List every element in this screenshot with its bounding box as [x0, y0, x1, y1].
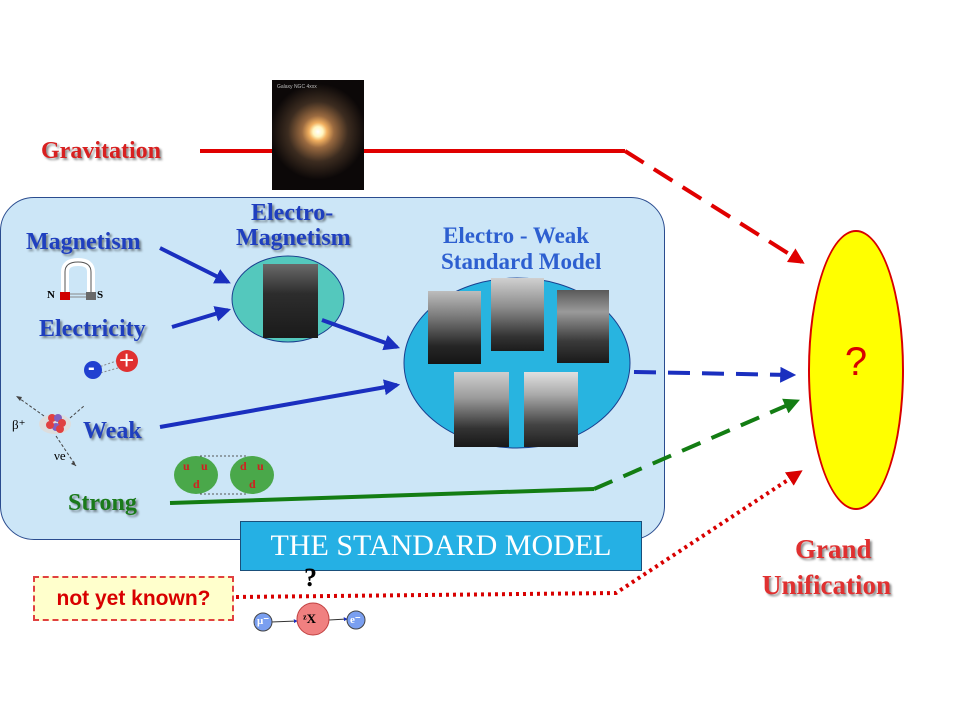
strong-label: Strong [68, 490, 137, 516]
gravitation-arrow [623, 149, 805, 264]
plus-charge-label: + [119, 345, 135, 375]
strong-line [169, 487, 595, 505]
minus-charge-label: - [88, 357, 95, 379]
proton-quark-u1: u [183, 459, 190, 473]
proton-quark-u2: u [201, 459, 208, 473]
nucleus-icon [15, 395, 85, 467]
unknown-line [235, 470, 803, 599]
galaxy-photo: Galaxy NGC 4xxx [272, 80, 364, 190]
electroweak-label-line2: Standard Model [441, 249, 602, 274]
neutron-quark-u: u [257, 459, 264, 473]
neutron-blob [230, 456, 274, 494]
proton-blob [174, 456, 218, 494]
strong-arrow [593, 398, 800, 491]
grand-unification-question: ? [844, 340, 868, 384]
portrait-photo-maxwell [263, 264, 318, 338]
electromagnetism-label-line1: Electro- [251, 200, 334, 226]
electron-label: e⁻ [350, 614, 361, 626]
proton-quark-d: d [193, 477, 200, 491]
nucleus-circle [296, 602, 330, 636]
magnetism-label: Magnetism [26, 229, 141, 255]
nucleus-label: ᶻX [303, 611, 317, 626]
electromagnetism-label-line2: Magnetism [236, 225, 351, 251]
electroweak-to-grand-arrow [633, 366, 797, 383]
not-yet-known-box: not yet known? [33, 576, 234, 621]
galaxy-caption: Galaxy NGC 4xxx [277, 84, 317, 90]
horseshoe-magnet-icon [60, 257, 96, 300]
portrait-photo-4 [454, 372, 509, 447]
neutron-quark-d1: d [240, 459, 247, 473]
portrait-photo-1 [428, 291, 481, 364]
muon-circle [253, 612, 273, 632]
portrait-photo-3 [557, 290, 609, 363]
gravitation-label: Gravitation [41, 138, 161, 164]
grand-unification-label-line2: Unification [762, 570, 892, 600]
electroweak-label-line1: Electro - Weak [443, 223, 590, 248]
em-to-electroweak-arrow [321, 318, 401, 351]
portrait-photo-5 [524, 372, 578, 447]
magnet-north-label: N [47, 289, 55, 301]
neutron-quark-d2: d [249, 477, 256, 491]
magnetism-arrow [159, 246, 231, 284]
grand-unification-oval [808, 230, 904, 510]
electron-circle [346, 610, 366, 630]
grand-unification-label-line1: Grand [795, 534, 872, 564]
weak-arrow [159, 379, 401, 429]
weak-label: Weak [83, 418, 142, 444]
beta-plus-label: β⁺ [12, 417, 26, 432]
question-mark-label: ? [304, 563, 317, 592]
electricity-label: Electricity [39, 316, 146, 342]
magnet-south-label: S [97, 289, 104, 301]
standard-model-box: THE STANDARD MODEL [240, 521, 642, 571]
muon-label: μ⁻ [257, 615, 270, 627]
portrait-photo-2 [491, 278, 544, 351]
neutrino-label: νe [54, 448, 66, 463]
electricity-arrow [171, 306, 232, 329]
charges-icon [84, 350, 138, 379]
